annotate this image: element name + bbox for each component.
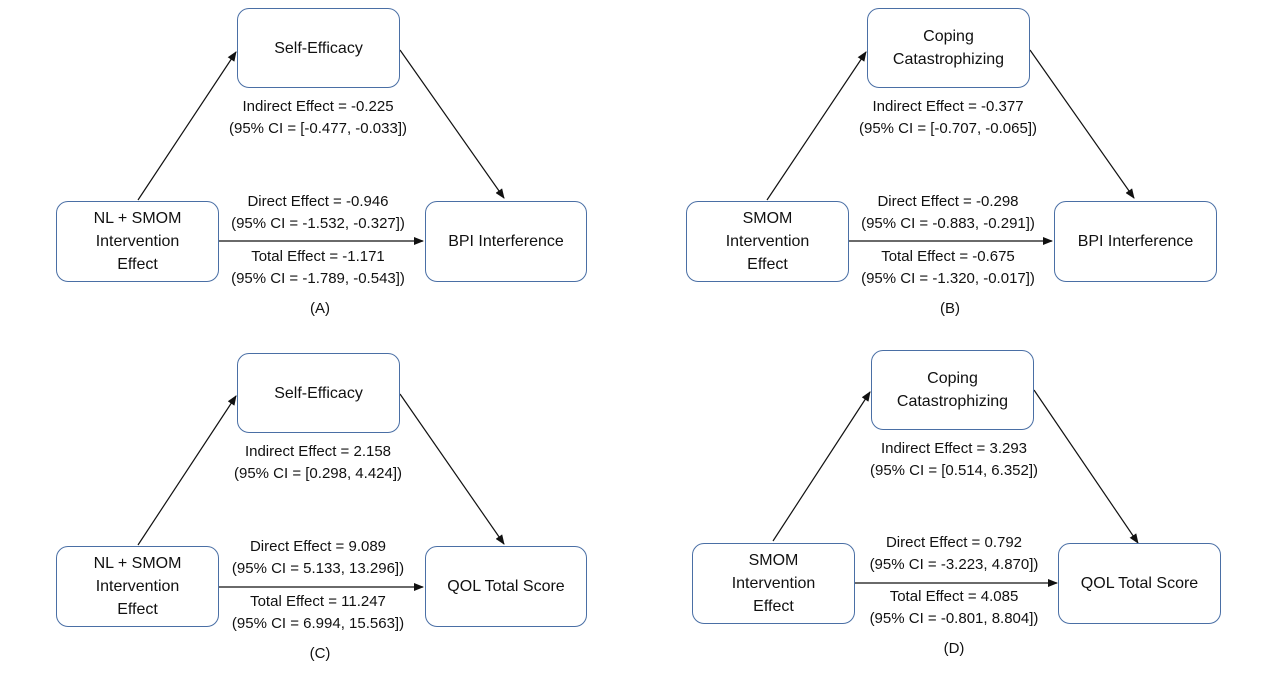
outcome-box: QOL Total Score — [1058, 543, 1221, 624]
indirect-effect: Indirect Effect = -0.377(95% CI = [-0.70… — [858, 98, 1037, 137]
predictor-label: NL + SMOM Intervention Effect — [93, 555, 182, 618]
panel-caption: (A) — [310, 300, 330, 317]
outcome-box: BPI Interference — [1054, 201, 1217, 282]
predictor-label: SMOM Intervention Effect — [725, 210, 810, 273]
mediator-box: Self-Efficacy — [237, 353, 400, 433]
indirect-effect: Indirect Effect = 3.293(95% CI = [0.514,… — [869, 440, 1039, 479]
direct-effect: Direct Effect = -0.946(95% CI = -1.532, … — [231, 193, 405, 232]
total-effect-ci: (95% CI = 6.994, 15.563]) — [231, 615, 405, 632]
mediator-label: Self-Efficacy — [274, 384, 363, 402]
predictor-label: SMOM Intervention Effect — [731, 552, 816, 615]
mediator-box: Coping Catastrophizing — [871, 350, 1034, 430]
direct-effect: Direct Effect = 9.089(95% CI = 5.133, 13… — [231, 538, 405, 577]
indirect-effect-ci: (95% CI = [0.514, 6.352]) — [869, 462, 1039, 479]
total-effect-ci: (95% CI = -1.320, -0.017]) — [861, 270, 1035, 287]
total-effect: Total Effect = 4.085(95% CI = -0.801, 8.… — [869, 588, 1039, 627]
indirect-effect: Indirect Effect = 2.158(95% CI = [0.298,… — [233, 443, 403, 482]
total-effect-ci: (95% CI = -0.801, 8.804]) — [869, 610, 1039, 627]
direct-effect-ci: (95% CI = -1.532, -0.327]) — [231, 215, 405, 232]
total-effect: Total Effect = -1.171(95% CI = -1.789, -… — [231, 248, 405, 287]
arrow-predictor-to-mediator — [766, 51, 867, 201]
predictor-box: NL + SMOM Intervention Effect — [56, 201, 219, 282]
outcome-label: QOL Total Score — [447, 578, 565, 595]
indirect-effect-ci: (95% CI = [-0.477, -0.033]) — [228, 120, 407, 137]
direct-effect-ci: (95% CI = -3.223, 4.870]) — [869, 556, 1039, 573]
predictor-box: NL + SMOM Intervention Effect — [56, 546, 219, 627]
outcome-label: BPI Interference — [448, 233, 564, 250]
arrow-mediator-to-outcome — [399, 49, 505, 199]
total-effect-ci: (95% CI = -1.789, -0.543]) — [231, 270, 405, 287]
arrow-mediator-to-outcome — [399, 393, 505, 545]
predictor-box: SMOM Intervention Effect — [692, 543, 855, 624]
mediator-label: Coping Catastrophizing — [896, 370, 1009, 410]
indirect-effect-ci: (95% CI = [-0.707, -0.065]) — [858, 120, 1037, 137]
predictor-label: NL + SMOM Intervention Effect — [93, 210, 182, 273]
arrow-mediator-to-outcome — [1029, 49, 1135, 199]
outcome-box: QOL Total Score — [425, 546, 587, 627]
direct-effect: Direct Effect = -0.298(95% CI = -0.883, … — [861, 193, 1035, 232]
direct-effect-ci: (95% CI = -0.883, -0.291]) — [861, 215, 1035, 232]
indirect-effect: Indirect Effect = -0.225(95% CI = [-0.47… — [228, 98, 407, 137]
mediator-label: Self-Efficacy — [274, 39, 363, 57]
indirect-effect-ci: (95% CI = [0.298, 4.424]) — [233, 465, 403, 482]
direct-effect: Direct Effect = 0.792(95% CI = -3.223, 4… — [869, 534, 1039, 573]
outcome-box: BPI Interference — [425, 201, 587, 282]
panel-caption: (B) — [940, 300, 960, 317]
predictor-box: SMOM Intervention Effect — [686, 201, 849, 282]
arrow-predictor-to-mediator — [772, 391, 871, 542]
mediator-box: Self-Efficacy — [237, 8, 400, 88]
direct-effect-ci: (95% CI = 5.133, 13.296]) — [231, 560, 405, 577]
outcome-label: QOL Total Score — [1080, 575, 1199, 592]
arrow-predictor-to-mediator — [137, 51, 237, 201]
mediator-label: Coping Catastrophizing — [892, 28, 1005, 68]
panel-caption: (C) — [309, 645, 331, 662]
total-effect: Total Effect = 11.247(95% CI = 6.994, 15… — [231, 593, 405, 632]
panel-caption: (D) — [943, 640, 965, 657]
outcome-label: BPI Interference — [1077, 233, 1194, 250]
total-effect: Total Effect = -0.675(95% CI = -1.320, -… — [861, 248, 1035, 287]
arrow-predictor-to-mediator — [137, 395, 237, 546]
arrow-mediator-to-outcome — [1033, 389, 1139, 544]
mediator-box: Coping Catastrophizing — [867, 8, 1030, 88]
